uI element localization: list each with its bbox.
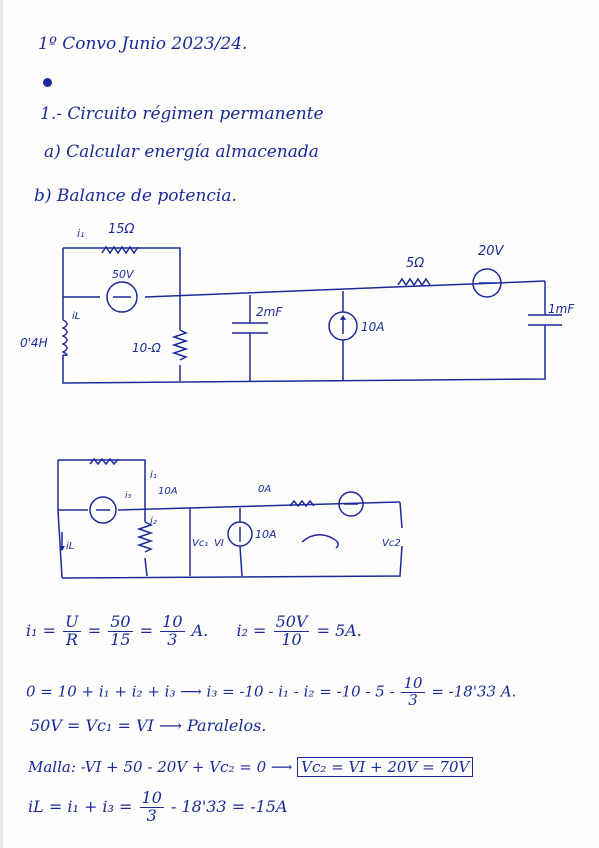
equation-parallel: 50V = Vc₁ = VI ⟶ Paralelos.: [30, 716, 267, 735]
part-b: b) Balance de potencia.: [34, 186, 237, 206]
c2-il-label: iL: [66, 541, 74, 552]
equation-kcl: 0 = 10 + i₁ + i₂ + i₃ ⟶ i₃ = -10 - i₁ - …: [26, 674, 517, 709]
c1-cap2-label: 2mF: [256, 305, 283, 319]
boxed-result-vc2: Vc₂ = VI + 20V = 70V: [297, 757, 474, 777]
c2-10a-label: 10A: [158, 486, 178, 497]
c1-i1-label: i₁: [77, 227, 84, 240]
c2-vc1-label: Vc₁: [192, 538, 208, 549]
problem-statement: 1.- Circuito régimen permanente: [40, 104, 324, 124]
circuit-diagram-1: i₁ 15Ω 50V iL 0'4H 10-Ω 2mF 10A 5Ω 20V 1…: [20, 222, 575, 384]
eq1-lhs: i₁ =: [26, 620, 57, 640]
part-a: a) Calcular energía almacenada: [44, 142, 319, 162]
c2-10a-source-label: 10A: [255, 528, 277, 541]
page-edge: [0, 0, 3, 848]
exam-title: 1º Convo Junio 2023/24.: [38, 34, 248, 54]
c1-r15-label: 15Ω: [108, 222, 135, 237]
c1-isrc-label: 10A: [361, 320, 384, 334]
eq1-i2-lhs: i₂ =: [236, 620, 267, 640]
c2-i1-label: i₁: [150, 470, 157, 481]
c1-cap1-label: 1mF: [548, 302, 575, 316]
equation-mesh: Malla: -VI + 50 - 20V + Vc₂ = 0 ⟶ Vc₂ = …: [28, 757, 474, 777]
ink-dot: [43, 78, 52, 87]
c2-vc2-label: Vc2: [382, 538, 401, 549]
c2-i2-label: i₂: [150, 516, 157, 527]
circuit-diagram-2: i₁ 10A i₃ i₂ iL 0A Vc₁ VI 10A Vc2: [57, 457, 403, 579]
c2-0a-label: 0A: [258, 484, 271, 495]
c1-inductor-label: 0'4H: [20, 336, 48, 350]
c1-v50-label: 50V: [112, 268, 135, 281]
c1-r10-label: 10-Ω: [132, 341, 162, 355]
c1-il-label: iL: [72, 311, 80, 322]
c2-i3-label: i₃: [125, 491, 132, 501]
c1-v20-label: 20V: [478, 244, 505, 259]
c2-vi-label: VI: [214, 538, 224, 549]
c1-r5-label: 5Ω: [406, 256, 424, 271]
